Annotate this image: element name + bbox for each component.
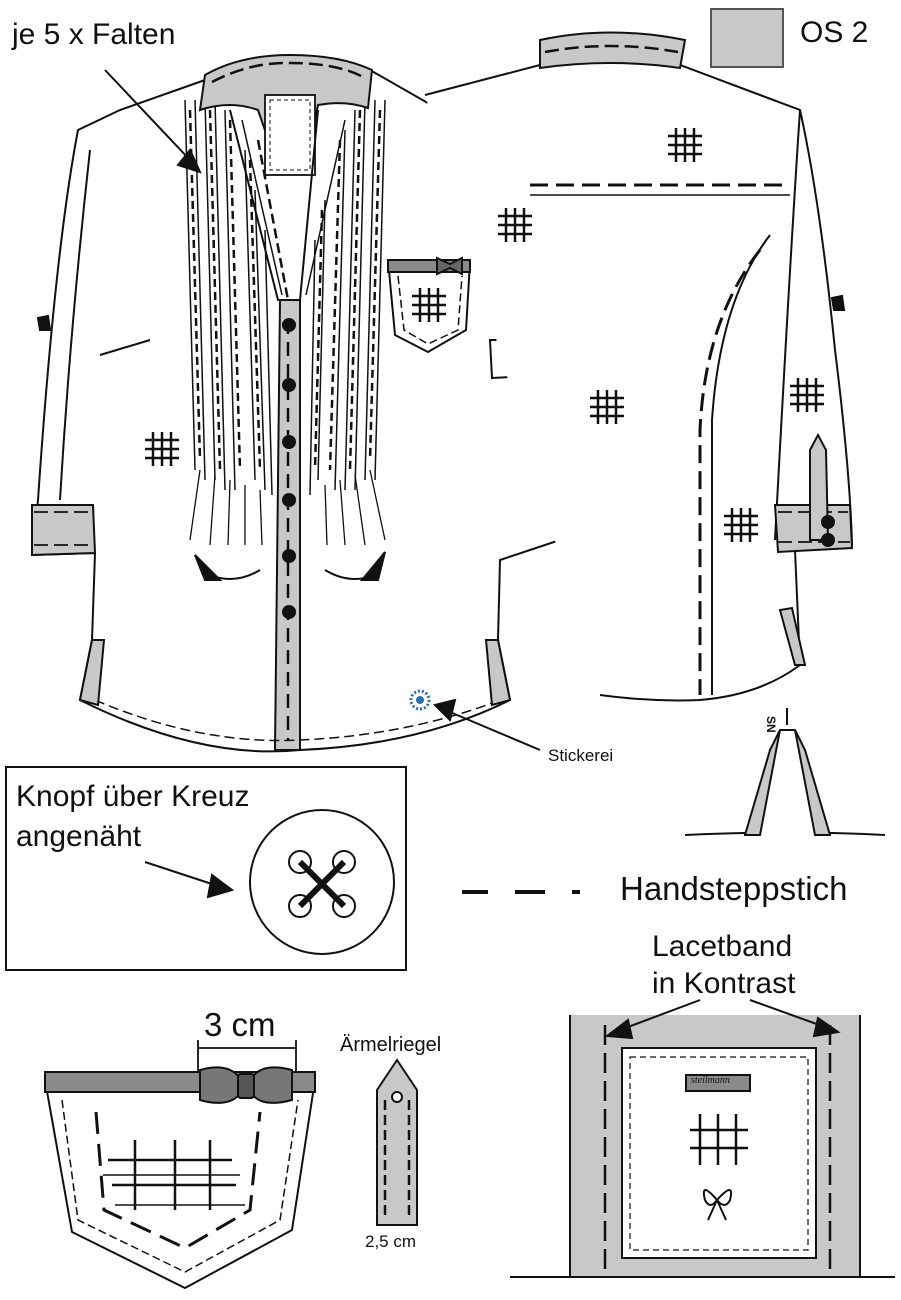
knopf-label-line1: Knopf über Kreuz (16, 780, 250, 813)
riegel-width-label: 2,5 cm (365, 1232, 417, 1251)
lacetband-detail (510, 1015, 895, 1278)
aermelriegel-detail (376, 1058, 418, 1226)
lacetband-label-line2: in Kontrast (652, 967, 796, 1000)
cross-stitch-button-icon (249, 809, 395, 955)
embroidery-icon (409, 689, 431, 711)
arrow-icon (604, 999, 841, 1040)
arrow-icon (104, 69, 541, 899)
sn-label: SN (764, 716, 778, 733)
falten-label: je 5 x Falten (12, 18, 176, 51)
style-code-label: OS 2 (800, 16, 869, 49)
button-detail-box (5, 766, 407, 971)
pocket-width-label: 3 cm (204, 1006, 276, 1043)
handsteppstich-label: Handsteppstich (620, 870, 848, 907)
knopf-label-line2: angenäht (16, 820, 142, 853)
lacetband-label-line1: Lacetband (652, 930, 793, 963)
stickerei-label: Stickerei (548, 746, 614, 765)
bow-icon (199, 1066, 293, 1104)
aermelriegel-label: Ärmelriegel (340, 1034, 442, 1056)
arrow-icon (194, 551, 386, 581)
contrast-color-swatch (710, 8, 784, 68)
side-slit-detail (684, 708, 886, 836)
bow-icon (702, 1189, 733, 1221)
brand-label: steilmann (691, 1075, 730, 1086)
